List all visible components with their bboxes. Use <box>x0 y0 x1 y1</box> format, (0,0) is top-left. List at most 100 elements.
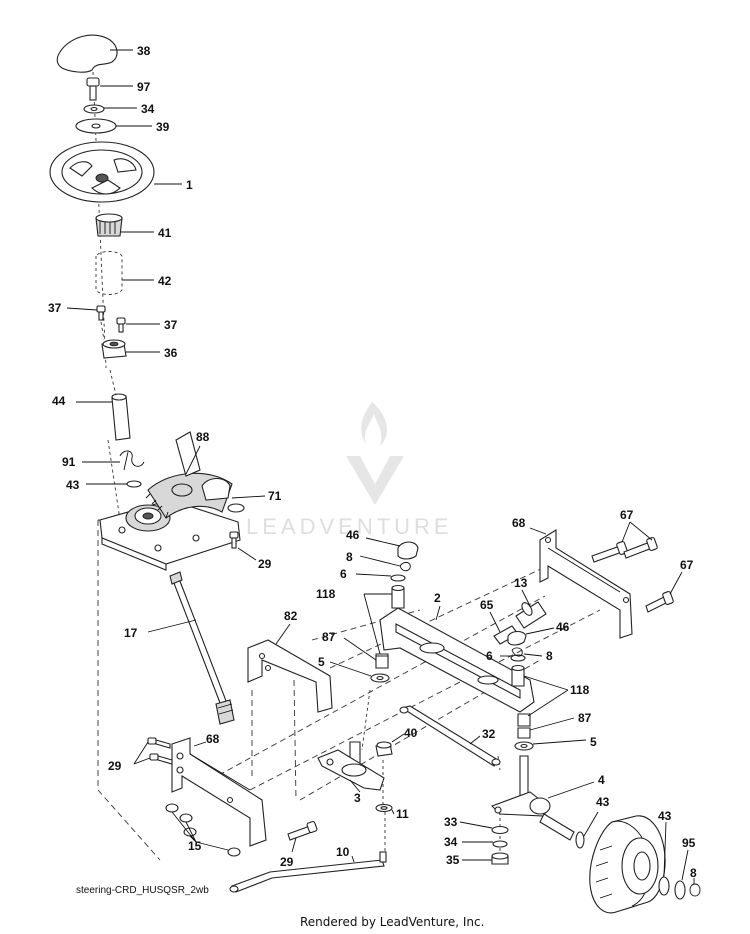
part-87-spacer-right: 87 <box>517 711 592 739</box>
part-40-nut: 40 <box>375 726 418 757</box>
watermark-text: LEADVENTURE <box>246 514 453 539</box>
part-number-label: 32 <box>482 727 496 741</box>
part-number-label: 2 <box>434 591 441 605</box>
part-number-label: 8 <box>346 550 353 564</box>
part-number-label: 15 <box>188 839 202 853</box>
part-34-washer: 34 <box>83 102 155 116</box>
part-34-washer-lower: 34 <box>444 835 508 849</box>
part-number-label: 95 <box>682 836 696 850</box>
part-number-label: 118 <box>316 587 336 601</box>
part-number-label: 40 <box>404 726 418 740</box>
part-number-label: 39 <box>156 120 170 134</box>
part-43-washer-mid: 43 <box>575 795 610 849</box>
part-number-label: 6 <box>340 567 347 581</box>
part-number-label: 29 <box>258 557 272 571</box>
part-number-label: 5 <box>590 735 597 749</box>
part-number-label: 67 <box>620 508 634 522</box>
part-number-label: 1 <box>186 178 193 192</box>
part-39-washer: 39 <box>75 118 170 134</box>
part-8-clip-right: 8 <box>511 647 553 663</box>
part-3-steering-arm: 3 <box>317 741 385 805</box>
part-87-spacer-left: 87 <box>322 630 389 669</box>
part-number-label: 38 <box>137 44 151 58</box>
part-43-washer-right: 43 <box>658 809 672 896</box>
part-number-label: 43 <box>596 795 610 809</box>
part-number-label: 11 <box>396 807 409 821</box>
part-10-tie-rod: 10 <box>229 845 387 893</box>
part-number-label: 10 <box>336 845 350 859</box>
part-29-bolt-upper: 29 <box>229 531 272 571</box>
part-number-label: 33 <box>444 815 458 829</box>
part-8-clip-left: 8 <box>346 550 411 572</box>
part-number-label: 118 <box>570 683 590 697</box>
part-number-label: 82 <box>284 609 298 623</box>
part-number-label: 46 <box>556 620 570 634</box>
part-44-shaft: 44 <box>52 393 131 441</box>
part-95-washer: 95 <box>674 836 696 900</box>
part-number-label: 87 <box>322 630 336 644</box>
part-97-bolt: 97 <box>86 77 151 101</box>
part-number-label: 37 <box>48 301 62 315</box>
part-4-spindle: 4 <box>491 755 605 841</box>
part-number-label: 97 <box>137 80 151 94</box>
part-number-label: 42 <box>158 274 172 288</box>
front-tire <box>589 815 666 914</box>
part-6-washer-right: 6 <box>486 649 526 663</box>
part-number-label: 4 <box>598 773 605 787</box>
part-number-label: 68 <box>512 516 526 530</box>
part-5-washer-right: 5 <box>514 735 597 751</box>
part-number-label: 5 <box>318 655 325 669</box>
part-38-steering-cap: 38 <box>56 34 151 73</box>
steering-plate-assembly: 88 71 <box>99 430 282 571</box>
part-number-label: 87 <box>578 711 592 725</box>
part-8-clip-far-right: 8 <box>689 866 701 897</box>
part-46-cap-right: 46 <box>507 620 570 646</box>
part-number-label: 68 <box>206 732 220 746</box>
part-number-label: 8 <box>546 649 553 663</box>
part-number-label: 8 <box>690 866 697 880</box>
part-number-label: 67 <box>680 558 694 572</box>
part-number-label: 88 <box>196 430 210 444</box>
leadventure-watermark: LEADVENTURE <box>246 402 453 539</box>
part-2-front-axle: 2 <box>379 591 535 713</box>
part-67-bolts-upper: 67 <box>591 508 658 563</box>
part-number-label: 35 <box>446 853 460 867</box>
part-68-bracket-right: 68 <box>512 516 633 639</box>
part-32-drag-link: 32 <box>399 705 501 767</box>
part-29-bolts-left: 29 <box>108 737 173 773</box>
part-29-bolt-lower: 29 <box>280 820 318 869</box>
part-6-washer-left: 6 <box>340 567 406 582</box>
part-5-washer-left: 5 <box>318 655 390 683</box>
part-number-label: 91 <box>62 455 76 469</box>
part-number-label: 65 <box>480 598 494 612</box>
part-number-label: 3 <box>354 791 361 805</box>
part-37-screw: 37 <box>48 301 106 321</box>
part-43-washer-upper: 43 <box>66 478 142 492</box>
part-46-cap-left: 46 <box>346 528 419 560</box>
part-number-label: 36 <box>164 346 178 360</box>
part-number-label: 29 <box>108 759 122 773</box>
part-91-spring: 91 <box>62 450 145 471</box>
part-number-label: 29 <box>280 855 294 869</box>
part-36-bearing: 36 <box>101 339 178 360</box>
part-11-washer: 11 <box>375 803 409 821</box>
part-number-label: 44 <box>52 394 66 408</box>
part-number-label: 13 <box>514 576 528 590</box>
part-13-tube: 13 <box>514 576 547 629</box>
part-number-label: 37 <box>164 318 178 332</box>
part-37-screw-2: 37 <box>116 317 178 333</box>
part-68-bracket-left: 68 <box>171 732 267 847</box>
part-33-washer: 33 <box>444 815 509 835</box>
part-number-label: 6 <box>486 649 493 663</box>
part-number-label: 43 <box>66 478 80 492</box>
part-number-label: 46 <box>346 528 360 542</box>
part-82-bracket: 82 <box>247 609 333 713</box>
diagram-reference: steering-CRD_HUSQSR_2wb <box>76 885 209 896</box>
part-number-label: 34 <box>444 835 458 849</box>
part-number-label: 41 <box>158 226 172 240</box>
footer-credit: Rendered by LeadVenture, Inc. <box>300 915 484 929</box>
part-35-nut: 35 <box>446 852 509 867</box>
part-number-label: 43 <box>658 809 672 823</box>
part-1-steering-wheel: 1 <box>49 141 193 203</box>
